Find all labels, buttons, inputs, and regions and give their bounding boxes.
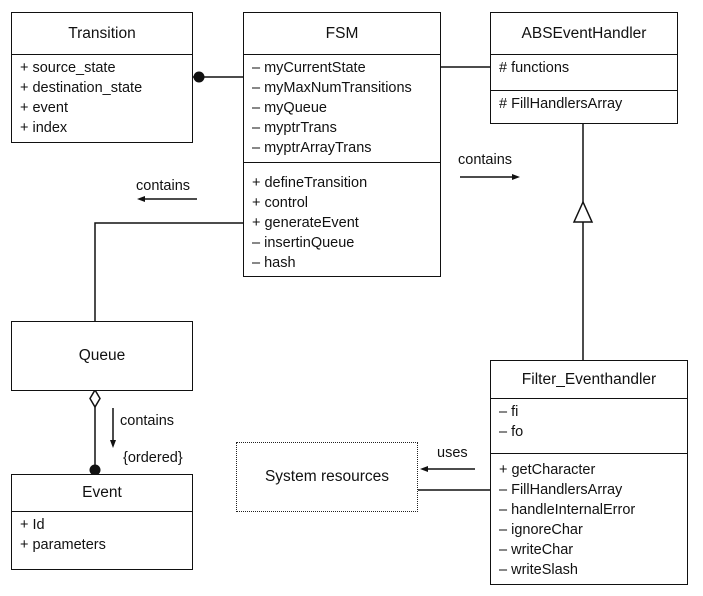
composition-dot-event [89,464,101,476]
contains-label-queue-event: contains [120,413,175,429]
attribute: – myptrArrayTrans [252,140,372,156]
composition-dot-transition [193,71,205,83]
attribute: + event [20,100,68,116]
fsm-queue-line [94,222,243,321]
aggregation-diamond-icon [89,388,101,409]
class-filter-eventhandler[interactable]: Filter_Eventhandler – fi – fo + getChara… [490,360,688,585]
attribute: – myMaxNumTransitions [252,80,412,96]
operation: – insertinQueue [252,235,355,251]
attribute: – fi [499,404,519,420]
class-transition[interactable]: Transition + source_state + destination_… [11,12,193,143]
operation: + defineTransition [252,175,368,191]
class-queue[interactable]: Queue [11,321,193,391]
arrowhead-down-icon [110,440,116,448]
arrowhead-left-icon [137,196,145,202]
operation: – writeSlash [499,562,578,578]
operation: + generateEvent [252,215,359,231]
attribute: + Id [20,517,45,533]
contains-label-fsm-abs: contains [458,152,513,168]
operation-list: + defineTransition + control + generateE… [244,163,440,273]
attribute: + source_state [20,60,116,76]
inheritance-triangle-icon [572,200,594,223]
attribute: – fo [499,424,524,440]
arrowhead-right-icon [512,174,520,180]
box-label: System resources [264,468,390,485]
attribute-list: + Id + parameters [12,512,192,555]
attribute-list: + source_state + destination_state + eve… [12,55,192,138]
operation: – writeChar [499,542,574,558]
class-title: ABSEventHandler [491,13,677,55]
attribute-list: # functions [491,55,677,91]
class-title: Event [12,475,192,512]
operation-list: # FillHandlersArray [491,91,677,114]
attribute-list: – fi – fo [491,399,687,454]
uses-label: uses [437,445,468,461]
operation: # FillHandlersArray [499,96,623,112]
class-title: Queue [78,347,126,364]
arrowhead-uses-icon [420,466,428,472]
attribute: – myCurrentState [252,60,366,76]
operation-list: + getCharacter – FillHandlersArray – han… [491,454,687,580]
class-title: Filter_Eventhandler [491,361,687,399]
operation: – hash [252,255,296,271]
attribute: + parameters [20,537,106,553]
system-resources-box[interactable]: System resources [236,442,418,512]
attribute-list: – myCurrentState – myMaxNumTransitions –… [244,55,440,163]
ordered-constraint-label: {ordered} [123,450,183,466]
class-title: FSM [244,13,440,55]
attribute: – myQueue [252,100,327,116]
contains-label-fsm-queue: contains [136,178,191,194]
attribute: # functions [499,60,570,76]
attribute: + destination_state [20,80,143,96]
operation: – handleInternalError [499,502,636,518]
operation: – FillHandlersArray [499,482,623,498]
class-event[interactable]: Event + Id + parameters [11,474,193,570]
attribute: + index [20,120,68,136]
class-title: Transition [12,13,192,55]
operation: + control [252,195,309,211]
operation: – ignoreChar [499,522,583,538]
class-fsm[interactable]: FSM – myCurrentState – myMaxNumTransitio… [243,12,441,277]
class-abseventhandler[interactable]: ABSEventHandler # functions # FillHandle… [490,12,678,124]
operation: + getCharacter [499,462,596,478]
attribute: – myptrTrans [252,120,337,136]
